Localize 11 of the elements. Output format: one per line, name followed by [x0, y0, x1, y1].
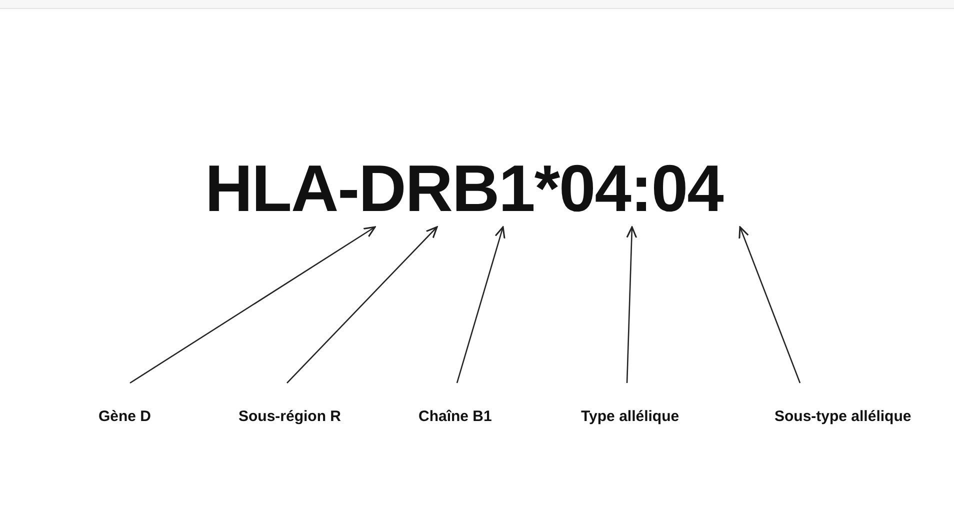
leader-arrow	[456, 226, 506, 384]
part-label: Gène D	[98, 408, 152, 426]
leader-arrow	[626, 226, 638, 384]
part-label: Chaîne B1	[418, 408, 492, 426]
part-label: Sous-région R	[238, 408, 342, 426]
leader-arrow	[738, 226, 801, 384]
leader-arrow	[286, 226, 438, 384]
leader-arrow	[130, 226, 376, 384]
part-label: Sous-type allélique	[774, 408, 912, 426]
part-label: Type allélique	[581, 408, 680, 426]
gene-name: HLA-DRB1*04:04	[205, 155, 723, 221]
